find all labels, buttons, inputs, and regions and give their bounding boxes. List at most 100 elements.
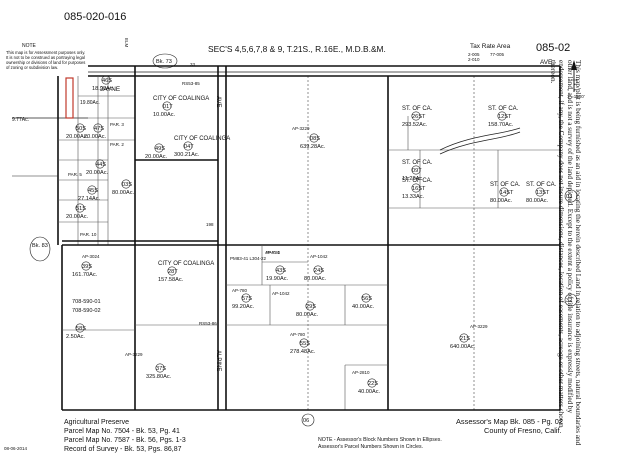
parcel-number-circle [75,323,85,333]
street-jayne: JAYNE [100,86,120,93]
parcel-number-circle [411,165,421,175]
ap-label: AP-780 [265,250,281,255]
parcel-number-circle [101,75,111,85]
footer-note-line2: Assessor's Parcel Numbers Shown in Circl… [318,444,423,450]
handwritten-id: 085-020-016 [64,11,126,23]
par-label-1: PAR. 1 [266,250,280,255]
parcel-number: 55S [300,341,310,347]
parcel-number: 28T [168,269,178,275]
parcel-number: 08S [310,136,320,142]
section-number-06: 06 [303,418,309,424]
parcel-number-circle [241,293,251,303]
book-ref-ellipse [152,53,178,69]
ap-label: AP-3024 [82,254,100,259]
parcel-number: 04T [184,144,194,150]
parcel-number: 09T [412,168,422,174]
ap-label: AP-2810 [352,370,370,375]
parcel-owner: ST. OF CA. [402,106,433,112]
parcel-number-circle [499,187,509,197]
parcel-owner: ST. OF CA. [490,182,521,188]
parcel-number: 51S [76,206,86,212]
parcel-number-circle [183,141,193,151]
parcel-acres: 19.90Ac. [266,276,289,282]
scale-label: 1"=1200' [567,94,585,99]
parcel-number: 26ST [412,114,426,120]
parcel-number-circle [367,378,377,388]
map-linework [12,65,561,411]
parcel-acres: 161.70Ac. [72,272,98,278]
parcel-acres: 80.00Ac. [526,198,549,204]
parcel-acres: 18.90Ac. [92,86,115,92]
parcel-owner: ST. OF CA. [526,182,557,188]
parcel-number: 45S [88,188,98,194]
ap-label: AP-3229 [125,352,143,357]
note-title: NOTE [22,43,37,49]
ap-label: AP-780 [232,288,248,293]
parcel-owner: CITY OF COALINGA [158,261,214,267]
ap-label: AP-1042 [310,254,328,259]
tax-rate-code-right: 77-005 [490,52,505,57]
note-text: This map is for Assessment purposes only… [6,50,86,70]
parcel-owner: CITY OF COALINGA [153,96,209,102]
parcel-number: 50S [76,126,86,132]
tax-rate-code-1: 2-005 [468,52,480,57]
footer-county: County of Fresno, Calif. [484,426,562,435]
parcel-acres: 80.00Ac. [304,276,327,282]
footer-note-line1: NOTE - Assessor's Block Numbers Shown in… [318,437,442,443]
parcel-number: 39S [82,264,92,270]
parcel-number-circle [535,187,545,197]
footer-parcel-map-7587: Parcel Map No. 7587 - Bk. 56, Pgs. 1-3 [64,437,186,444]
parcel-number-circle [459,333,469,343]
parcel-owner: ST. OF CA. [402,160,433,166]
street-elm: ELM [124,38,129,48]
parcel-number: 47S [94,126,104,132]
book-ref-73: Bk. 73 [156,59,172,65]
parcel-map-left-2: 708-590-02 [72,308,101,314]
parcel-number-circle [154,143,164,153]
parcel-number: 49S [155,146,165,152]
parcel-number-circle [299,338,309,348]
par-label-10: PAR. 10 [80,232,97,237]
parcel-number-circle [155,363,165,373]
footer-ag-preserve: Agricultural Preserve [64,419,129,426]
parcel-owner: CITY OF COALINGA [174,136,230,142]
parcel-number-circle [313,265,323,275]
parcel-number: 56S [362,296,372,302]
parcel-acres: 80.00Ac. [112,190,135,196]
parcel-39: 39S 161.70Ac. [72,261,98,278]
parcel-owner: ST. OF CA. [488,106,519,112]
parcel-number-circle [87,185,97,195]
parcel-number: 44S [96,162,106,168]
parcel-number-circle [75,203,85,213]
parcel-number: 29S [306,304,316,310]
map-title: SEC'S 4,5,6,7,8 & 9, T.21S., R.16E., M.D… [208,44,386,54]
street-alpine: ALPINE [215,350,221,371]
parcel-acres: 20.00Ac. [145,154,168,160]
book-ref-83: Bk. 83 [32,243,48,249]
tax-rate-area-label: Tax Rate Area [470,43,511,50]
rs-label-top: RS53-85 [182,81,200,86]
parcel-number-circle [162,101,172,111]
parcel-number: 24S [314,268,324,274]
parcel-map-left-1: 708-590-01 [72,299,101,305]
pm-ref: PM83-41 L304-22 [230,256,267,261]
ap-label: AP-780 [290,332,306,337]
parcel-acres: 640.00Ac. [450,344,476,350]
north-arrow-icon [571,60,577,92]
footer-parcel-map-7504: Parcel Map No. 7504 - Bk. 53, Pg. 41 [64,428,180,435]
